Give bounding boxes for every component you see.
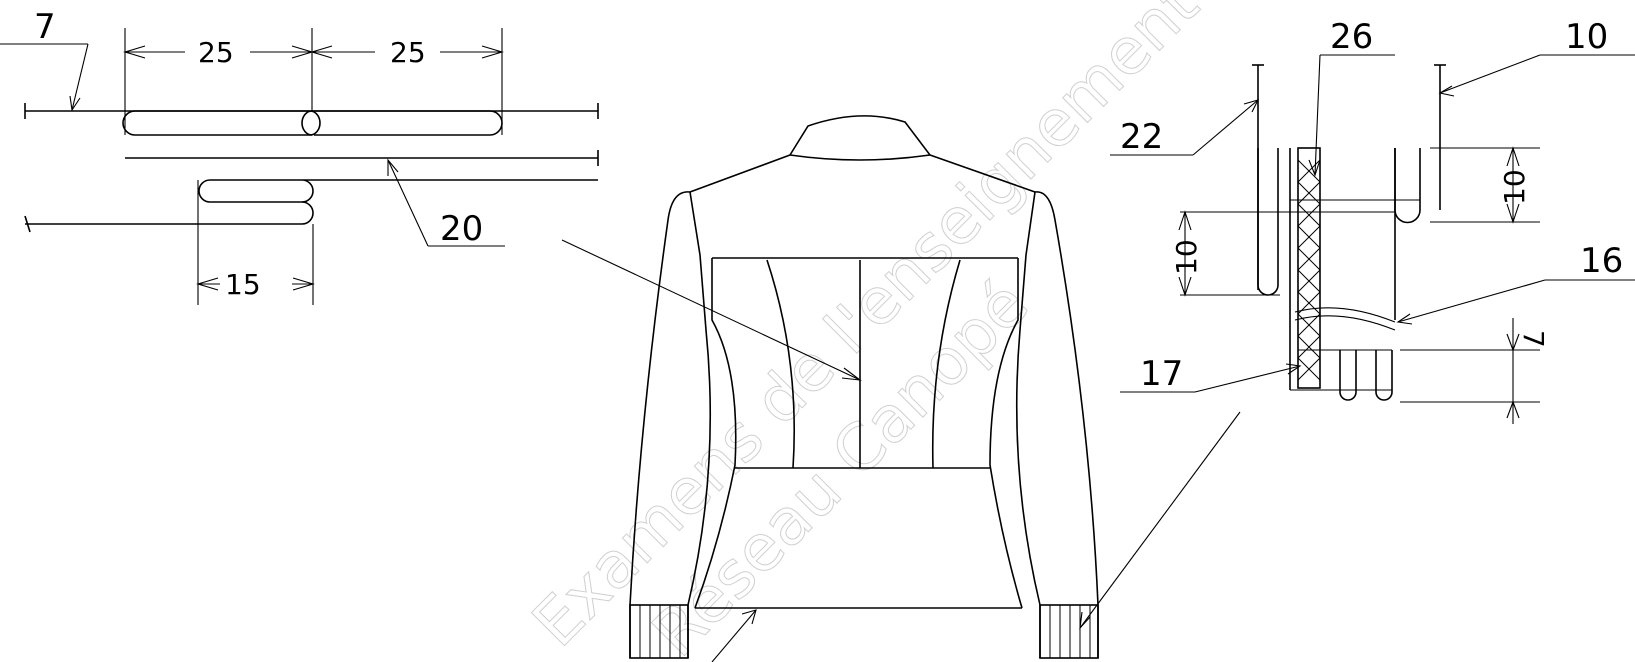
dim-7: 7	[1517, 330, 1550, 348]
label-26: 26	[1330, 17, 1373, 57]
dim-10-left: 10	[1170, 239, 1203, 275]
dim-25-left: 25	[198, 36, 234, 69]
dim-15: 15	[225, 268, 261, 301]
label-7: 7	[34, 7, 56, 47]
dim-10-right: 10	[1498, 169, 1531, 205]
label-10: 10	[1565, 17, 1608, 57]
watermark: Examens de l'enseignement professionnel …	[518, 0, 1530, 662]
label-16: 16	[1580, 241, 1623, 281]
section-detail: 22 26 10	[1110, 17, 1635, 424]
dim-25-right: 25	[390, 36, 426, 69]
jacket-back-view	[561, 115, 1241, 662]
label-22: 22	[1120, 117, 1163, 157]
label-17: 17	[1140, 354, 1183, 394]
label-20: 20	[440, 209, 483, 249]
top-left-seam-detail: 25 25 15 7 20	[0, 7, 599, 305]
